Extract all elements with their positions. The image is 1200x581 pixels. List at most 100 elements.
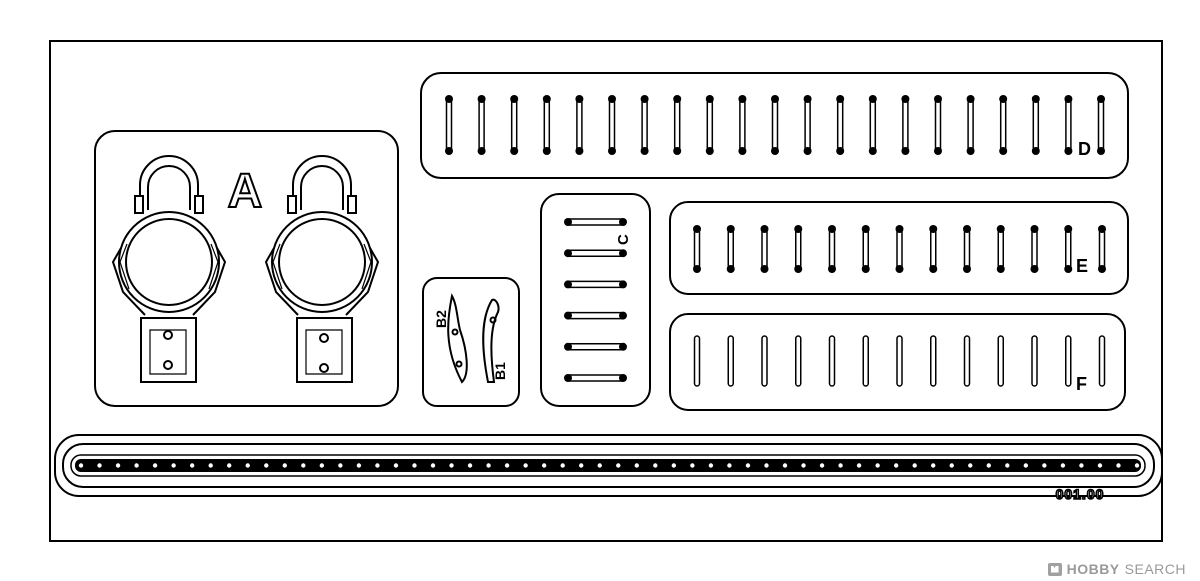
- part-c-link: [564, 311, 627, 320]
- part-d-rod: [836, 95, 845, 155]
- rail-hole: [893, 463, 899, 468]
- part-c-link: [564, 374, 627, 382]
- part-d-rod: [445, 95, 453, 155]
- rail-hole: [1134, 463, 1140, 468]
- part-e-rod-end-bottom: [929, 265, 938, 273]
- part-c-link-end-left: [564, 218, 572, 226]
- part-e-rod-end-bottom: [861, 265, 870, 273]
- part-d-rod-end-top: [966, 95, 975, 103]
- part-d-rod: [575, 95, 584, 155]
- part-f-rod: [1065, 335, 1072, 387]
- part-b1-label: B1: [492, 362, 508, 380]
- part-a-panel: [94, 130, 399, 407]
- part-d-rod-end-bottom: [445, 147, 453, 155]
- part-d-rod-end-bottom: [803, 147, 812, 155]
- rail-hole: [1097, 463, 1103, 468]
- part-e-rod-end-bottom: [726, 265, 735, 273]
- watermark-brand: HOBBY: [1066, 561, 1120, 577]
- part-e-rod: [929, 225, 938, 273]
- part-d-rod-end-bottom: [966, 147, 975, 155]
- rail-hole: [764, 463, 769, 468]
- rail-holes: [78, 463, 1140, 468]
- rail-hole: [486, 463, 491, 468]
- part-d-rod: [1064, 95, 1073, 155]
- part-e-rod: [760, 225, 769, 273]
- part-b1-bracket: [482, 298, 500, 383]
- rail-hole: [801, 463, 806, 468]
- part-f-rod: [1031, 335, 1038, 387]
- part-d-rod-end-bottom: [934, 147, 942, 155]
- part-e-rod-end-top: [693, 225, 701, 233]
- part-f-rod-shaft: [795, 335, 802, 387]
- rail-hole: [931, 463, 936, 468]
- part-c-link: [564, 249, 627, 258]
- part-d-rod-end-bottom: [542, 147, 551, 155]
- part-e-rod-end-top: [963, 225, 971, 233]
- part-d-rod: [1031, 95, 1040, 155]
- part-c-link-end-left: [564, 342, 572, 351]
- part-f-rod: [795, 335, 802, 387]
- part-e-rod-end-top: [929, 225, 938, 233]
- part-b-panel: [422, 277, 520, 407]
- part-c-link-end-right: [619, 249, 627, 258]
- part-d-panel: [420, 72, 1129, 179]
- part-e-rod: [1030, 225, 1039, 273]
- part-f-rod: [727, 335, 734, 387]
- part-d-rod-end-top: [738, 95, 747, 103]
- part-e-rod-end-bottom: [760, 265, 769, 273]
- part-f-rod-shaft: [997, 335, 1004, 387]
- part-e-rod-end-top: [996, 225, 1005, 233]
- part-d-rod-end-top: [901, 95, 910, 103]
- part-d-rod: [640, 95, 649, 155]
- part-f-rod: [963, 335, 971, 387]
- part-e-label: E: [1076, 256, 1088, 276]
- rail-hole: [986, 463, 991, 468]
- rail-hole: [690, 463, 695, 468]
- part-c-link: [564, 280, 627, 289]
- watermark-word: SEARCH: [1124, 561, 1186, 577]
- rail-hole: [171, 463, 176, 468]
- part-f-rod-shaft: [727, 335, 734, 387]
- part-d-rod: [510, 95, 519, 155]
- part-c-links: [564, 218, 627, 382]
- part-f-rod: [862, 335, 869, 387]
- rail-hole: [912, 463, 917, 468]
- part-d-rod: [966, 95, 975, 155]
- part-a-left: [111, 155, 227, 383]
- part-d-rod-end-top: [510, 95, 519, 103]
- part-e-rod: [895, 225, 904, 273]
- rail-hole: [745, 463, 751, 468]
- part-d-rod-end-top: [1097, 95, 1105, 103]
- rail-hole: [282, 463, 287, 468]
- part-e-rod-end-top: [1098, 225, 1106, 233]
- part-d-rod: [901, 95, 910, 155]
- part-d-rod: [1097, 95, 1105, 155]
- part-e-rod-end-top: [895, 225, 904, 233]
- part-f-panel: [669, 313, 1126, 411]
- part-f-rod: [930, 335, 937, 387]
- rail-hole: [634, 463, 639, 468]
- part-a-right: [264, 155, 380, 383]
- part-f-label: F: [1076, 374, 1087, 394]
- part-d-rod: [542, 95, 551, 155]
- rail-hole: [838, 463, 843, 468]
- rail-hole: [541, 463, 547, 468]
- part-f-rod: [997, 335, 1004, 387]
- rail-hole: [616, 463, 621, 468]
- part-e-rods: [693, 225, 1106, 273]
- part-f-rod-shaft: [1065, 335, 1072, 387]
- part-e-rod-end-top: [861, 225, 870, 233]
- part-c-link-end-left: [564, 280, 572, 289]
- part-c-link: [564, 342, 627, 351]
- rail-hole: [467, 463, 473, 468]
- rail-hole: [189, 463, 195, 468]
- part-d-rod: [771, 95, 779, 155]
- part-d-rod-end-bottom: [477, 147, 486, 155]
- part-d-rod: [738, 95, 747, 155]
- part-f-rod-shaft: [1098, 335, 1106, 387]
- part-c-link-end-right: [619, 342, 627, 351]
- part-e-rod-end-bottom: [1098, 265, 1106, 273]
- rail-hole: [875, 463, 880, 468]
- rail-hole: [560, 463, 565, 468]
